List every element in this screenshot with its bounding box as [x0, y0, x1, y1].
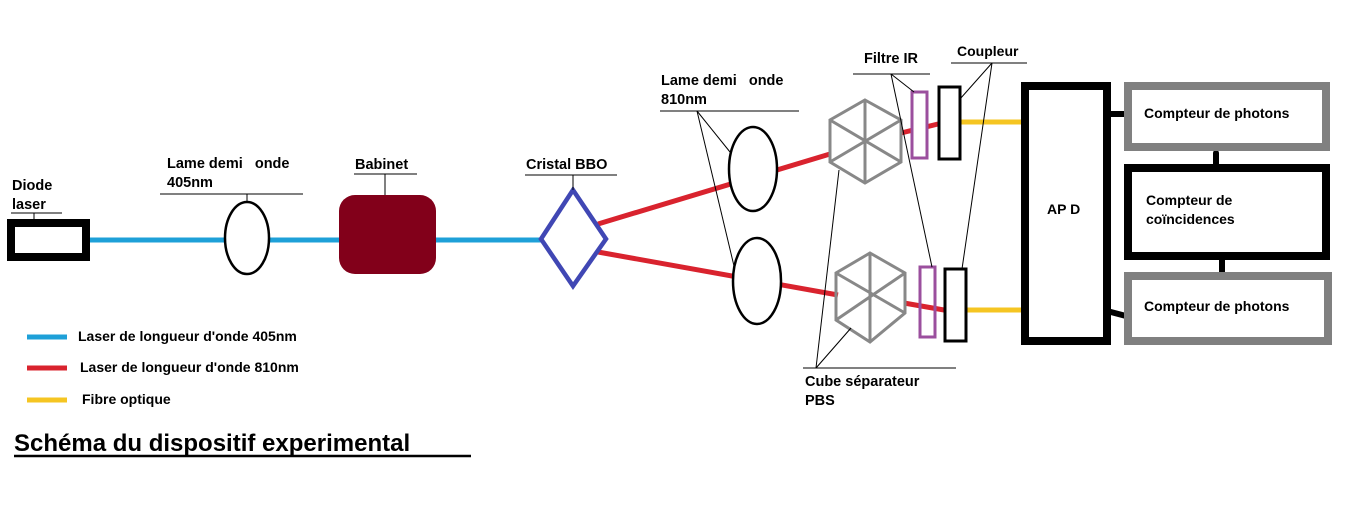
coupleur-pointer-upper — [959, 62, 993, 100]
cube-separateur-pbs-lower — [834, 251, 907, 344]
counter-top-label: Compteur de photons — [1144, 105, 1290, 121]
compteur-coincidences — [1124, 164, 1330, 260]
legend-label-fibre: Fibre optique — [82, 391, 171, 407]
coupleur-lower — [943, 267, 968, 343]
beam-810nm-lower-out — [903, 300, 945, 313]
apd-label: AP D — [1047, 201, 1080, 217]
coupleur-pointer-lower — [961, 62, 993, 270]
diagram-title: Schéma du dispositif experimental — [14, 430, 410, 457]
filtre-pointer-lower — [890, 73, 933, 268]
lame810-label-line2: 810nm — [661, 92, 707, 108]
diode-label-line2: laser — [12, 197, 46, 213]
cube-pointer-lower — [815, 327, 852, 369]
apd — [1021, 82, 1111, 345]
babinet — [339, 195, 436, 274]
lame-demi-onde-405 — [223, 200, 271, 276]
diode-laser — [7, 219, 90, 261]
legend: Laser de longueur d'onde 405nm Laser de … — [27, 328, 299, 407]
compteur-photons-top — [1124, 82, 1330, 151]
lame810-pointer-upper — [696, 110, 731, 153]
cube-label-line2: PBS — [805, 393, 835, 409]
coupleur-label: Coupleur — [957, 43, 1019, 59]
diode-label-line1: Diode — [12, 178, 52, 194]
lame-demi-onde-810-upper — [727, 125, 779, 213]
bbo-label: Cristal BBO — [526, 157, 607, 173]
cristal-bbo — [538, 185, 609, 290]
coincidence-label-line1: Compteur de — [1146, 192, 1233, 208]
filtre-ir-upper — [910, 90, 929, 160]
filtre-ir-lower — [918, 265, 937, 339]
cube-label-line1: Cube séparateur — [805, 374, 920, 390]
connector-apd-bottom-counter — [1104, 308, 1129, 319]
cube-pointer-upper — [815, 169, 840, 369]
coincidence-label-line2: coïncidences — [1146, 211, 1235, 227]
legend-label-810nm: Laser de longueur d'onde 810nm — [80, 359, 299, 375]
filtre-label: Filtre IR — [864, 51, 919, 67]
lame810-label-line1: Lame demi onde — [661, 73, 783, 89]
lame-demi-onde-810-lower — [731, 236, 783, 326]
compteur-photons-bottom — [1124, 272, 1332, 345]
filtre-pointer-upper — [890, 73, 915, 93]
babinet-label: Babinet — [355, 157, 408, 173]
beam-810nm-lower — [597, 249, 839, 298]
coupleur-upper — [937, 85, 962, 161]
cube-separateur-pbs-upper — [828, 98, 903, 185]
beam-810nm-upper — [597, 151, 831, 227]
counter-bottom-label: Compteur de photons — [1144, 298, 1290, 314]
legend-label-405nm: Laser de longueur d'onde 405nm — [78, 328, 297, 344]
lame405-label-line2: 405nm — [167, 175, 213, 191]
lame405-label-line1: Lame demi onde — [167, 156, 289, 172]
lame810-pointer-lower — [696, 110, 735, 267]
